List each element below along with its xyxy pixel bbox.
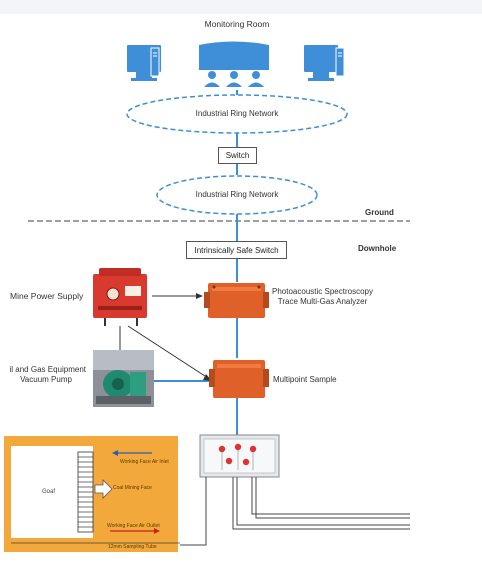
mine-power-supply-icon — [93, 268, 147, 326]
lower-ring-label: Industrial Ring Network — [195, 190, 279, 199]
ground-label: Ground — [365, 208, 394, 217]
power-supply-label: Mine Power Supply — [10, 291, 84, 301]
air-inlet-label: Working Face Air Inlet — [120, 459, 169, 465]
gas-analyzer-icon — [204, 283, 269, 318]
vacuum-pump-photo — [93, 350, 154, 407]
upper-ring-label: Industrial Ring Network — [195, 109, 279, 118]
safe-switch-label: Intrinsically Safe Switch — [194, 245, 279, 255]
operator-console-icon — [199, 41, 269, 87]
sampling-tube-label: 12mm Sampling Tube — [108, 544, 157, 550]
goaf-label: Goaf — [42, 489, 56, 495]
monitoring-room-title: Monitoring Room — [204, 19, 270, 29]
switch-box: Switch — [218, 147, 257, 164]
multipoint-label: Multipoint Sample — [273, 375, 337, 384]
air-outlet-label: Working Face Air Outlet — [107, 523, 160, 529]
left-computer-icon — [127, 45, 161, 81]
analyzer-label-line2: Trace Multi-Gas Analyzer — [277, 297, 368, 306]
analyzer-label-line1: Photoacoustic Spectroscopy — [272, 287, 373, 296]
lower-ring-network — [156, 175, 318, 215]
right-computer-icon — [304, 45, 345, 81]
intrinsically-safe-switch-box: Intrinsically Safe Switch — [186, 241, 287, 259]
vacuum-pump-label-line2: Vacuum Pump — [20, 375, 72, 384]
multipoint-sampler-icon — [209, 360, 269, 398]
coal-face-label: Coal Mining Face — [113, 485, 152, 491]
sampling-control-panel — [199, 434, 280, 478]
vacuum-pump-label-line1: il and Gas Equipment — [9, 365, 87, 374]
switch-label: Switch — [225, 151, 250, 160]
mining-face-block — [4, 436, 180, 552]
downhole-label: Downhole — [358, 244, 397, 253]
